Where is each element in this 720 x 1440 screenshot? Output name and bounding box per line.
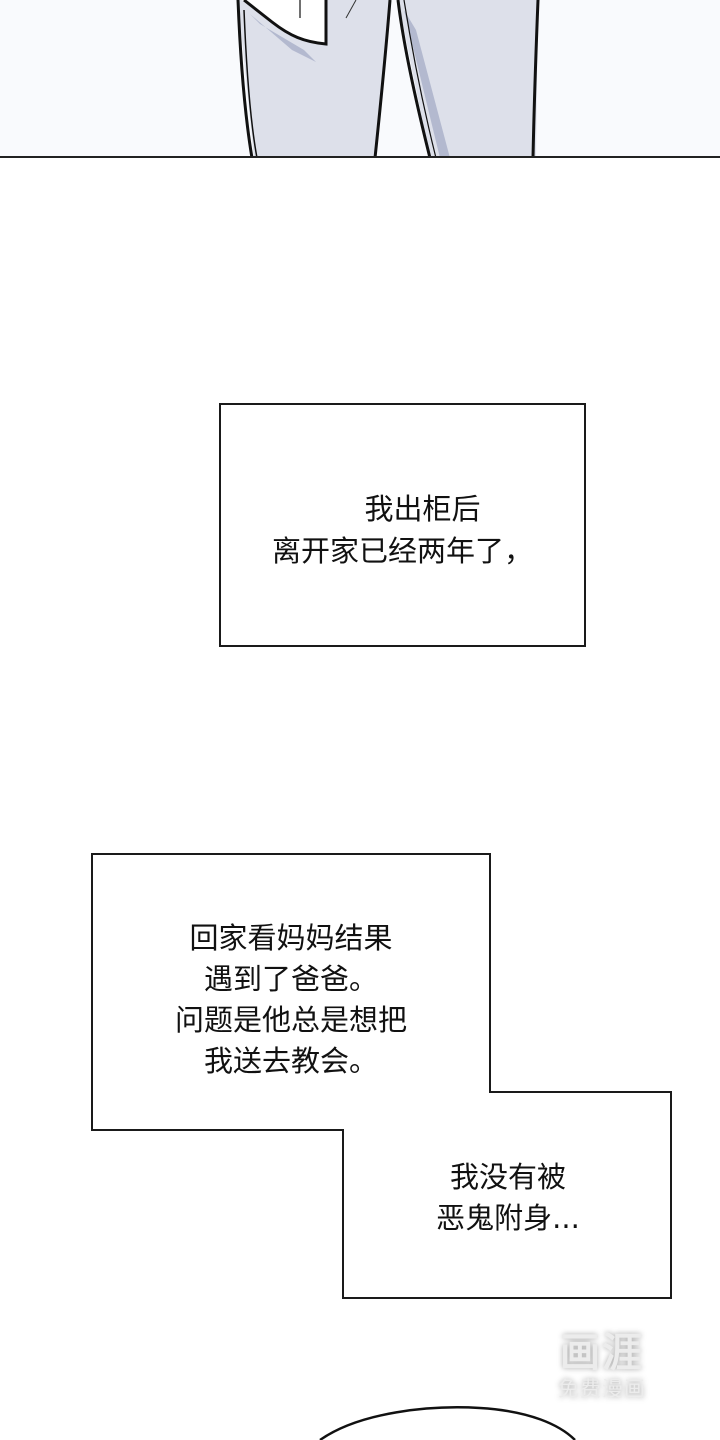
caption-2-line-2: 遇到了爸爸。: [203, 962, 378, 996]
caption-1-line-1: 我出柜后: [364, 492, 481, 526]
watermark-logo: 画涯: [560, 1330, 644, 1376]
caption-3-line-1: 我没有被: [449, 1160, 566, 1194]
caption-box-3: 我没有被 恶鬼附身...: [343, 1157, 673, 1239]
comic-panel-legs: [0, 0, 720, 158]
legs-illustration: [236, 0, 540, 156]
speech-bubble-edge: [319, 1406, 576, 1440]
caption-2-line-4: 我送去教会。: [203, 1044, 378, 1078]
caption-3-line-2: 恶鬼附身...: [436, 1201, 580, 1235]
caption-box-2: 回家看妈妈结果 遇到了爸爸。 问题是他总是想把 我送去教会。: [92, 918, 490, 1082]
caption-1-line-2: 离开家已经两年了，: [271, 534, 533, 568]
watermark: 画涯 免费漫画: [540, 1330, 664, 1402]
watermark-subtitle: 免费漫画: [558, 1377, 646, 1401]
caption-2-line-1: 回家看妈妈结果: [189, 921, 393, 955]
caption-2-line-3: 问题是他总是想把: [174, 1003, 407, 1037]
caption-box-1: 我出柜后 离开家已经两年了，: [219, 403, 586, 647]
